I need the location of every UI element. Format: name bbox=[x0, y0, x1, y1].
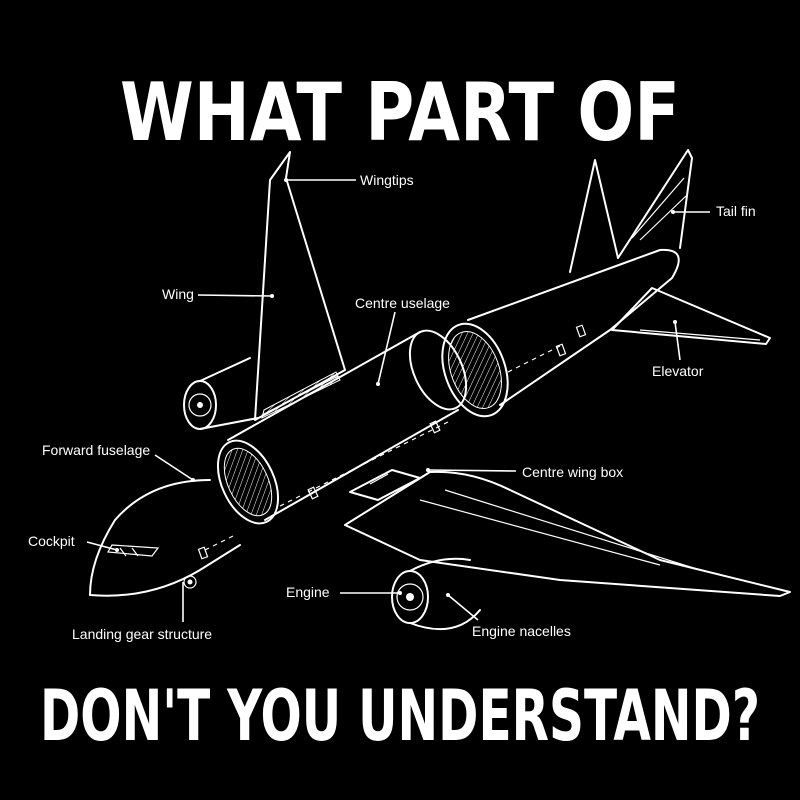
headline-bottom: DON'T YOU UNDERSTAND? bbox=[40, 675, 760, 757]
label-engine: Engine bbox=[286, 584, 330, 600]
upper-wing-part bbox=[254, 151, 346, 421]
label-elevator: Elevator bbox=[652, 363, 704, 379]
forward-fuselage-part bbox=[89, 479, 241, 597]
tail-fin-part bbox=[569, 149, 693, 273]
label-centre-fuselage: Centre uselage bbox=[355, 295, 450, 311]
label-wingtips: Wingtips bbox=[360, 172, 414, 188]
label-centre-wing-box: Centre wing box bbox=[522, 464, 623, 480]
label-landing-gear: Landing gear structure bbox=[72, 626, 212, 642]
label-cockpit: Cockpit bbox=[28, 533, 75, 549]
label-wing: Wing bbox=[162, 286, 194, 302]
lower-engine-part bbox=[391, 557, 481, 631]
label-tail-fin: Tail fin bbox=[716, 203, 756, 219]
callout-lines bbox=[86, 178, 710, 622]
rear-fuselage-part bbox=[441, 248, 680, 418]
label-engine-nacelles: Engine nacelles bbox=[472, 623, 571, 639]
label-forward-fuselage: Forward fuselage bbox=[42, 442, 150, 458]
lower-wing-part bbox=[344, 470, 791, 597]
rear-engine-part bbox=[183, 357, 259, 430]
elevator-part bbox=[611, 287, 771, 345]
centre-fuselage-part bbox=[216, 329, 468, 525]
headline-top: WHAT PART OF bbox=[120, 66, 680, 159]
